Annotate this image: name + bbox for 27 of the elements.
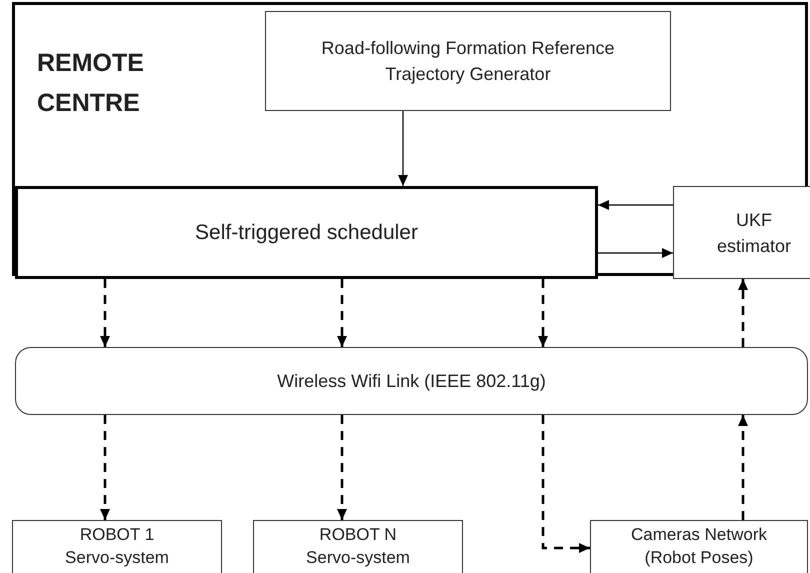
link-band <box>15 347 808 415</box>
arrow <box>598 200 673 210</box>
process-box <box>253 520 463 573</box>
process-box <box>673 186 810 279</box>
node-label: Wireless Wifi Link (IEEE 802.11g) <box>276 370 547 393</box>
process-box <box>265 11 671 111</box>
node-label: Road-following Formation Reference Trajectory Generator <box>320 36 616 86</box>
group-frame <box>12 2 808 276</box>
node-label: ROBOT N Servo-system <box>305 524 411 569</box>
process-box <box>12 520 222 573</box>
arrow <box>398 111 408 186</box>
arrow <box>542 415 590 553</box>
arrow <box>738 279 748 347</box>
arrow <box>738 415 748 520</box>
node-label: Cameras Network (Robot Poses) <box>630 524 768 569</box>
arrow <box>337 415 347 520</box>
arrow <box>538 279 548 347</box>
process-box <box>15 186 598 279</box>
arrow <box>337 279 347 347</box>
arrow <box>598 248 673 258</box>
group-title: REMOTE CENTRE <box>37 48 145 119</box>
node-label: Self-triggered scheduler <box>194 219 419 246</box>
arrow <box>100 415 110 520</box>
process-box <box>590 520 808 573</box>
arrow <box>100 279 110 347</box>
node-label: UKF estimator <box>716 208 792 258</box>
node-label: ROBOT 1 Servo-system <box>64 524 170 569</box>
